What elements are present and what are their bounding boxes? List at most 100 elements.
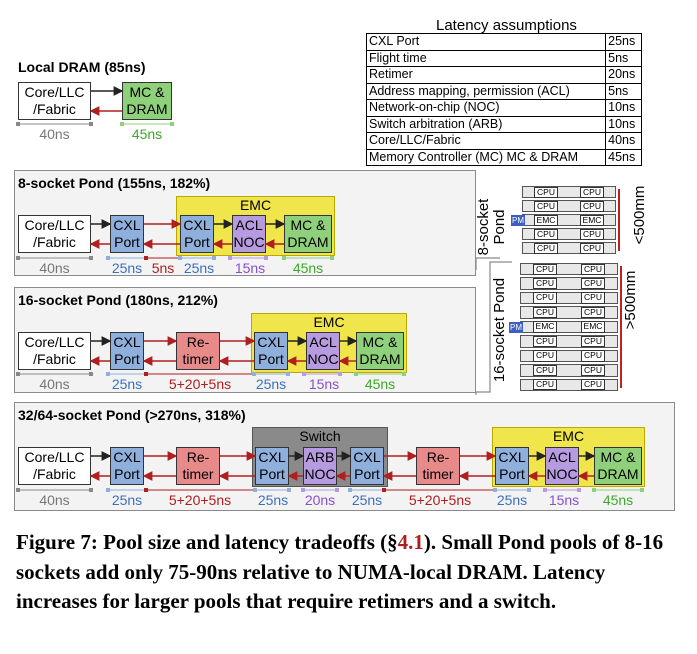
pm-chip: PM <box>509 321 523 334</box>
latency-bar-tick <box>301 488 305 492</box>
latency-row: Network-on-chip (NOC)10ns <box>365 99 642 117</box>
cpu-chip: CPU <box>533 306 557 319</box>
pond16-connector <box>475 261 512 395</box>
pm-chip: PM <box>511 215 525 226</box>
latency-bar-tick <box>252 372 256 376</box>
latency-value: 45ns <box>605 148 642 166</box>
latency-value: 5ns <box>605 82 642 100</box>
pond8-connector <box>475 257 500 270</box>
latency-bar-tick <box>144 488 148 492</box>
latency-bar-tick <box>577 488 581 492</box>
latency-bar-tick <box>253 488 257 492</box>
cpu-chip: CPU <box>533 292 557 304</box>
pond32-lat-acl: 15ns <box>548 492 580 508</box>
latency-bar-tick <box>106 488 110 492</box>
latency-bar-tick <box>106 372 110 376</box>
latency-bar-tick <box>16 122 20 126</box>
pond32-lat-emc-cxl: 25ns <box>496 492 528 508</box>
pond8-mc-box: MC & DRAM <box>284 215 332 253</box>
pond32-arb-box: ARB NOC <box>303 447 337 485</box>
latency-bar-tick <box>382 488 386 492</box>
latency-bar-tick <box>228 256 232 260</box>
pond16-emc-cxl-box: CXL Port <box>254 332 288 370</box>
latency-bar-tick <box>354 372 358 376</box>
caption-ref-link[interactable]: 4.1 <box>397 530 424 554</box>
pond32-lat-retimer2: 5+20+5ns <box>408 492 472 508</box>
latency-bar-tick <box>120 122 124 126</box>
emc-chip: EMC <box>533 214 559 226</box>
cpu-chip: CPU <box>580 200 604 212</box>
latency-bar-tick <box>89 256 93 260</box>
pond16-lat-acl: 15ns <box>308 376 340 392</box>
latency-bar-tick <box>282 256 286 260</box>
pond32-lat-sw-in: 25ns <box>257 492 289 508</box>
latency-bar-tick <box>330 256 334 260</box>
latency-bar-tick <box>335 488 339 492</box>
pond8-lat-cxl: 25ns <box>111 260 143 276</box>
cpu-chip: CPU <box>580 186 604 198</box>
emc-chip: EMC <box>579 214 605 226</box>
latency-bar-tick <box>16 372 20 376</box>
latency-table-title: Latency assumptions <box>436 17 577 34</box>
pond16-core-box: Core/LLC /Fabric <box>18 332 91 370</box>
rack-cable <box>615 189 620 251</box>
latency-bar-tick <box>527 488 531 492</box>
cpu-chip: CPU <box>533 263 557 275</box>
cpu-chip: CPU <box>581 277 605 290</box>
latency-bar-tick <box>144 372 148 376</box>
latency-bar-tick <box>302 372 306 376</box>
latency-bar-tick <box>106 256 110 260</box>
cpu-chip: CPU <box>581 306 605 319</box>
local-mc-box: MC & DRAM <box>122 82 172 120</box>
pond8-lat-acl: 15ns <box>234 260 266 276</box>
pond32-retimer2-box: Re- timer <box>416 447 460 485</box>
latency-label: Network-on-chip (NOC) <box>365 99 607 117</box>
latency-bar-tick <box>16 256 20 260</box>
pond16-lat-mc: 45ns <box>364 376 396 392</box>
cpu-chip: CPU <box>580 228 604 240</box>
latency-bar-tick <box>170 122 174 126</box>
caption-prefix: Figure 7: Pool size and latency tradeoff… <box>16 530 398 554</box>
latency-bar-tick <box>287 488 291 492</box>
pond32-lat-retimer: 5+20+5ns <box>168 492 232 508</box>
cpu-chip: CPU <box>534 242 558 254</box>
pond8-core-box: Core/LLC /Fabric <box>18 215 91 253</box>
cpu-chip: CPU <box>580 242 604 254</box>
pond16-cxl-box: CXL Port <box>110 332 144 370</box>
latency-label: Memory Controller (MC) MC & DRAM <box>365 148 607 166</box>
local-lat-core: 40ns <box>39 126 70 142</box>
cpu-chip: CPU <box>534 200 558 212</box>
cpu-chip: CPU <box>581 263 605 275</box>
pond16-mc-box: MC & DRAM <box>356 332 404 370</box>
latency-bar-tick <box>640 488 644 492</box>
latency-bar-tick <box>89 372 93 376</box>
pond8-lat-emc-cxl: 25ns <box>183 260 215 276</box>
pond8-lat-core: 40ns <box>39 260 70 276</box>
local-title: Local DRAM (85ns) <box>18 59 146 75</box>
emc-chip: EMC <box>580 321 606 333</box>
pond8-acl-box: ACL NOC <box>232 215 266 253</box>
local-core-box: Core/LLC /Fabric <box>18 82 91 120</box>
pond32-emc-cxl-box: CXL Port <box>495 447 529 485</box>
pond32-sw-cxl-out-box: CXL Port <box>350 447 384 485</box>
pond32-lat-sw-out: 25ns <box>351 492 383 508</box>
rack-row: CPU CPU <box>522 200 616 212</box>
pond16-lat-cxl: 25ns <box>111 376 143 392</box>
pond32-mc-box: MC & DRAM <box>594 447 642 485</box>
caption-suffix: ). Small Pond pools of 8-16 sockets add … <box>16 530 664 613</box>
latency-bar-tick <box>16 488 20 492</box>
rack-row: CPU CPU <box>520 306 618 319</box>
latency-bar-tick <box>286 372 290 376</box>
latency-value: 20ns <box>605 66 642 84</box>
pond16-lat-core: 40ns <box>39 376 70 392</box>
figure-caption: Figure 7: Pool size and latency tradeoff… <box>16 528 684 617</box>
